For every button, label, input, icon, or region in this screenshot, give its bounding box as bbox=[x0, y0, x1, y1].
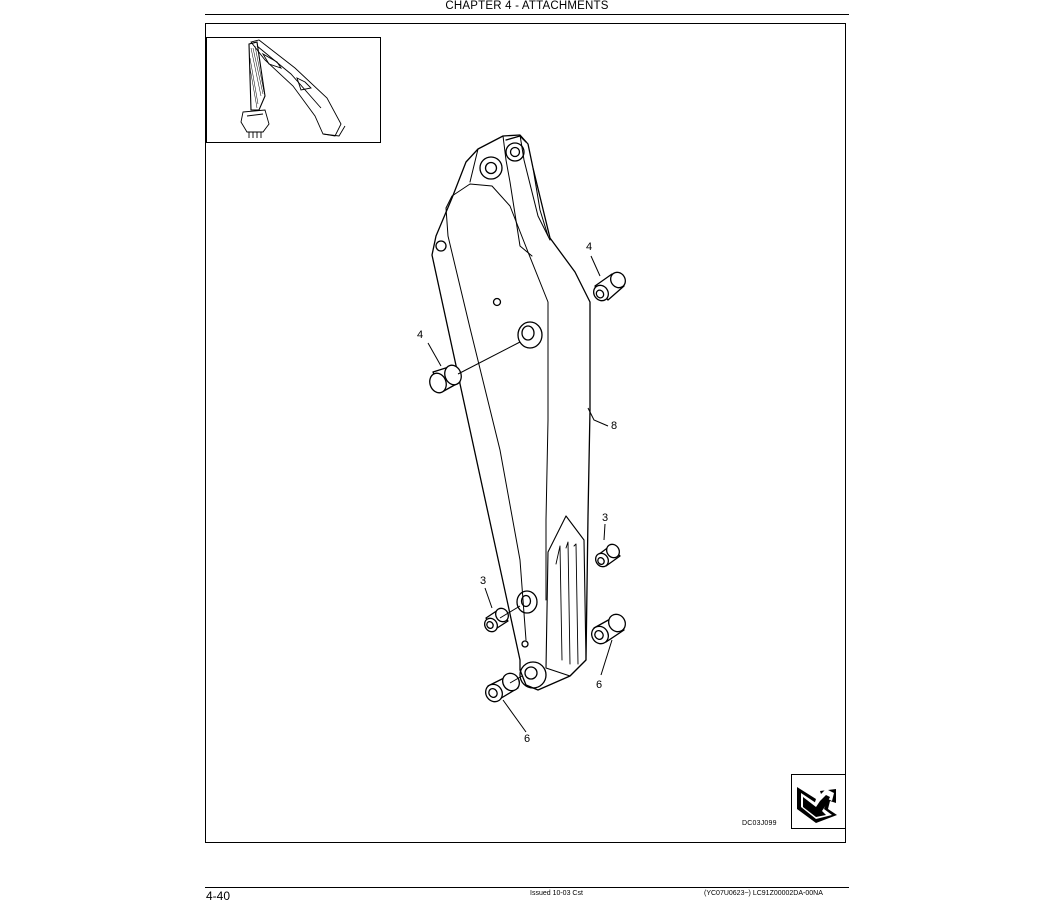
bushing-mid-left bbox=[484, 607, 509, 633]
arm-body bbox=[431, 134, 591, 691]
document-id: (YC07U0623~) LC91Z00002DA-00NA bbox=[704, 890, 823, 897]
figure-code: DC03J099 bbox=[742, 820, 777, 827]
issue-info: Issued 10-03 Cst bbox=[530, 890, 583, 897]
inset-frame bbox=[206, 37, 381, 143]
callout-lower-right: 6 bbox=[596, 679, 603, 691]
callout-upper-right: 4 bbox=[586, 241, 593, 253]
callout-lower-left: 6 bbox=[524, 733, 531, 745]
figure-frame bbox=[205, 23, 846, 843]
bushing-upper-left bbox=[429, 364, 462, 394]
bushing-lower-left bbox=[485, 672, 520, 703]
page-number: 4-40 bbox=[206, 889, 231, 903]
bushing-mid-right bbox=[595, 543, 621, 568]
callout-mid-right: 3 bbox=[602, 512, 609, 524]
bushing-upper-right bbox=[593, 271, 626, 302]
callout-arm: 8 bbox=[611, 420, 618, 432]
next-page-arrow-icon[interactable] bbox=[791, 774, 846, 829]
header-rule bbox=[205, 14, 849, 15]
bushing-lower-right bbox=[591, 613, 626, 645]
callout-upper-left: 4 bbox=[417, 329, 424, 341]
footer-rule bbox=[205, 887, 849, 888]
callout-mid-left: 3 bbox=[480, 575, 487, 587]
excavator-overview-icon bbox=[240, 39, 346, 138]
page-header: CHAPTER 4 - ATTACHMENTS bbox=[445, 0, 609, 12]
